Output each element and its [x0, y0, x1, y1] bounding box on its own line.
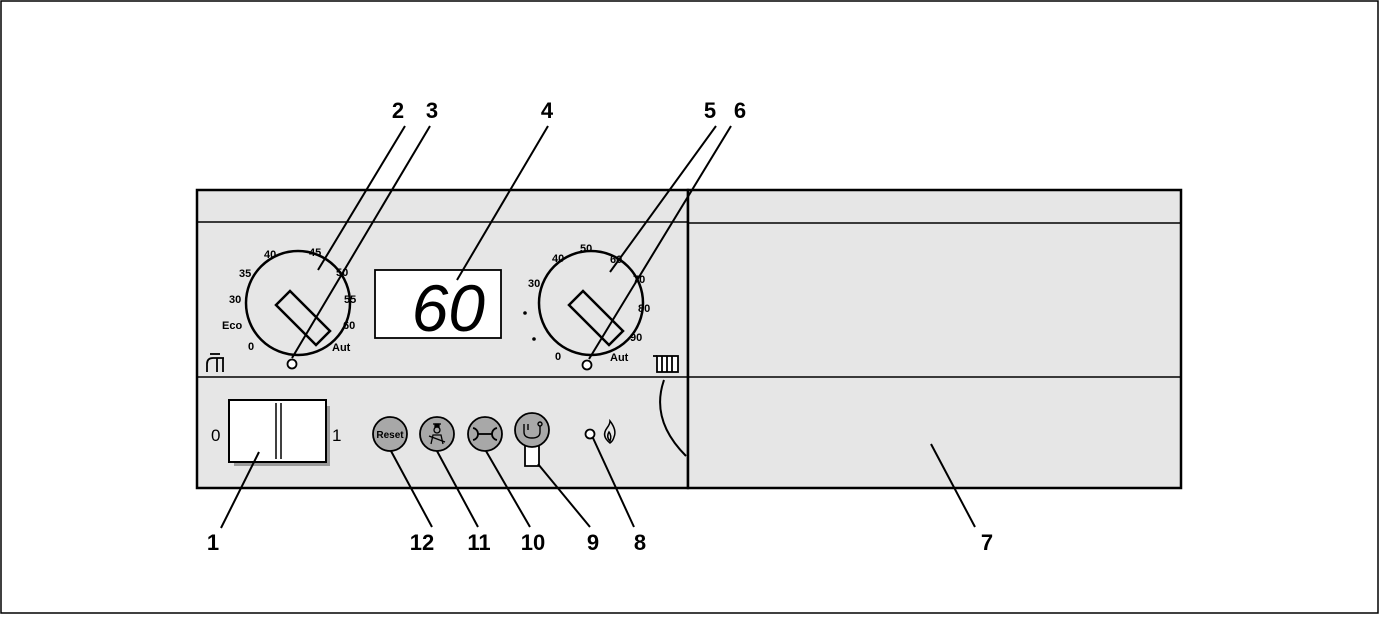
leader-4 — [456, 125, 549, 281]
diagnostic-plug[interactable] — [514, 412, 550, 467]
flame-icon — [603, 418, 616, 444]
dhw-scale-label: 45 — [309, 247, 321, 259]
heating-scale-label: 90 — [630, 332, 642, 344]
callout-7: 7 — [981, 530, 993, 555]
chimney-sweep-icon — [428, 423, 446, 445]
leader-9 — [537, 463, 591, 528]
right-panel-body — [686, 188, 1183, 490]
dhw-scale-label: 55 — [344, 294, 356, 306]
heating-scale-label: 40 — [552, 253, 564, 265]
switch-off-label: 0 — [211, 426, 220, 445]
callout-5: 5 — [704, 98, 716, 123]
callout-2: 2 — [392, 98, 404, 123]
cover-hinge-curve — [659, 379, 687, 457]
dhw-scale-label: 40 — [264, 249, 276, 261]
dhw-temperature-dial[interactable] — [244, 249, 352, 357]
dhw-scale-label: 0 — [248, 341, 254, 353]
leader-10 — [485, 450, 531, 528]
dhw-dial-pointer — [274, 289, 332, 347]
callout-3: 3 — [426, 98, 438, 123]
reset-button[interactable]: Reset — [372, 416, 408, 452]
callout-11: 11 — [467, 530, 490, 555]
switch-rocker[interactable] — [228, 399, 327, 463]
heating-indicator-lamp — [581, 359, 593, 371]
heating-scale-label: Aut — [610, 352, 629, 364]
chimney-sweep-button[interactable] — [419, 416, 455, 452]
switch-on-label: 1 — [332, 426, 341, 445]
dhw-indicator-lamp — [286, 358, 298, 370]
leader-2 — [317, 125, 406, 271]
heating-scale-label: 0 — [555, 351, 561, 363]
reset-button-label: Reset — [376, 430, 404, 441]
hot-water-tap-icon — [206, 353, 224, 372]
heating-scale-label: 80 — [638, 303, 650, 315]
heating-dial-knob[interactable] — [537, 249, 645, 357]
leader-11 — [436, 450, 479, 528]
leader-1 — [220, 451, 260, 529]
dhw-scale-label: Aut — [332, 342, 351, 354]
leader-5 — [609, 125, 717, 273]
dhw-scale-label: 35 — [239, 268, 251, 280]
callout-4: 4 — [541, 98, 554, 123]
heating-scale-label: 50 — [580, 243, 592, 255]
callout-10: 10 — [521, 530, 545, 555]
heating-scale-dot — [532, 337, 536, 341]
heating-scale-label: 60 — [610, 254, 622, 266]
heating-scale-dot — [523, 311, 527, 315]
callout-1: 1 — [207, 530, 219, 555]
radiator-icon — [653, 355, 679, 373]
callout-6: 6 — [734, 98, 746, 123]
heating-scale-label: 30 — [528, 278, 540, 290]
dhw-dial-knob[interactable] — [244, 249, 352, 357]
temperature-display — [374, 269, 502, 339]
leader-7 — [930, 443, 976, 528]
callout-8: 8 — [634, 530, 646, 555]
dhw-scale-label: 30 — [229, 294, 241, 306]
dhw-scale-label: Eco — [222, 320, 242, 332]
callout-12: 12 — [410, 530, 434, 555]
diagnostic-plug-icon — [523, 421, 543, 439]
display-value: 60 — [412, 271, 486, 345]
leader-8 — [592, 437, 635, 528]
leader-6 — [588, 125, 732, 360]
burner-indicator-lamp — [584, 428, 596, 440]
right-cover-panel — [659, 188, 1183, 490]
service-button[interactable] — [467, 416, 503, 452]
leader-12 — [390, 450, 433, 528]
heating-dial-pointer — [567, 289, 625, 347]
main-power-switch[interactable] — [228, 399, 330, 466]
wrench-icon — [472, 427, 498, 441]
callout-9: 9 — [587, 530, 599, 555]
heating-temperature-dial[interactable] — [537, 249, 645, 357]
leader-3 — [291, 125, 431, 359]
dhw-scale-label: 60 — [343, 320, 355, 332]
